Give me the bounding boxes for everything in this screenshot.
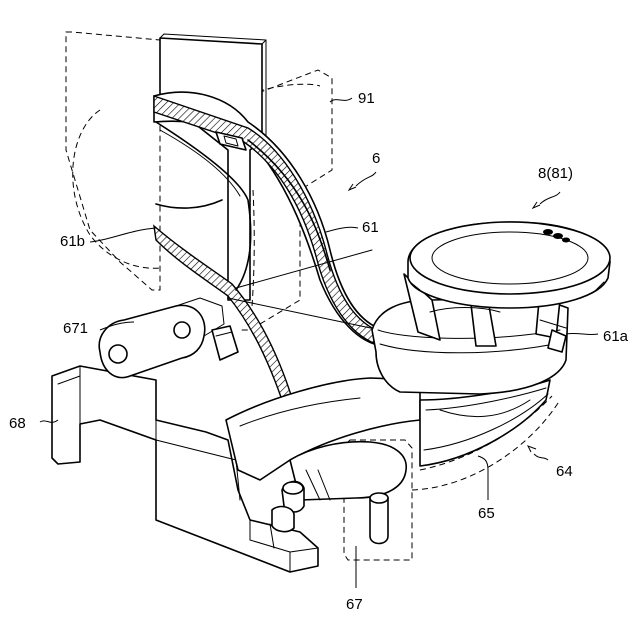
label-61b: 61b (60, 233, 85, 250)
link-671 (99, 298, 238, 378)
pad-8-81 (408, 222, 610, 308)
base-bracket-68 (52, 366, 318, 572)
label-6: 6 (372, 150, 380, 167)
label-65: 65 (478, 505, 495, 522)
label-64: 64 (556, 463, 573, 480)
label-67: 67 (346, 596, 363, 613)
label-91: 91 (358, 90, 375, 107)
lower-mechanism (226, 378, 550, 544)
label-8-81: 8(81) (538, 165, 573, 182)
label-68: 68 (9, 415, 26, 432)
label-671: 671 (63, 320, 88, 337)
label-61a: 61a (603, 328, 629, 345)
label-61: 61 (362, 219, 379, 236)
support-plate (160, 34, 266, 300)
